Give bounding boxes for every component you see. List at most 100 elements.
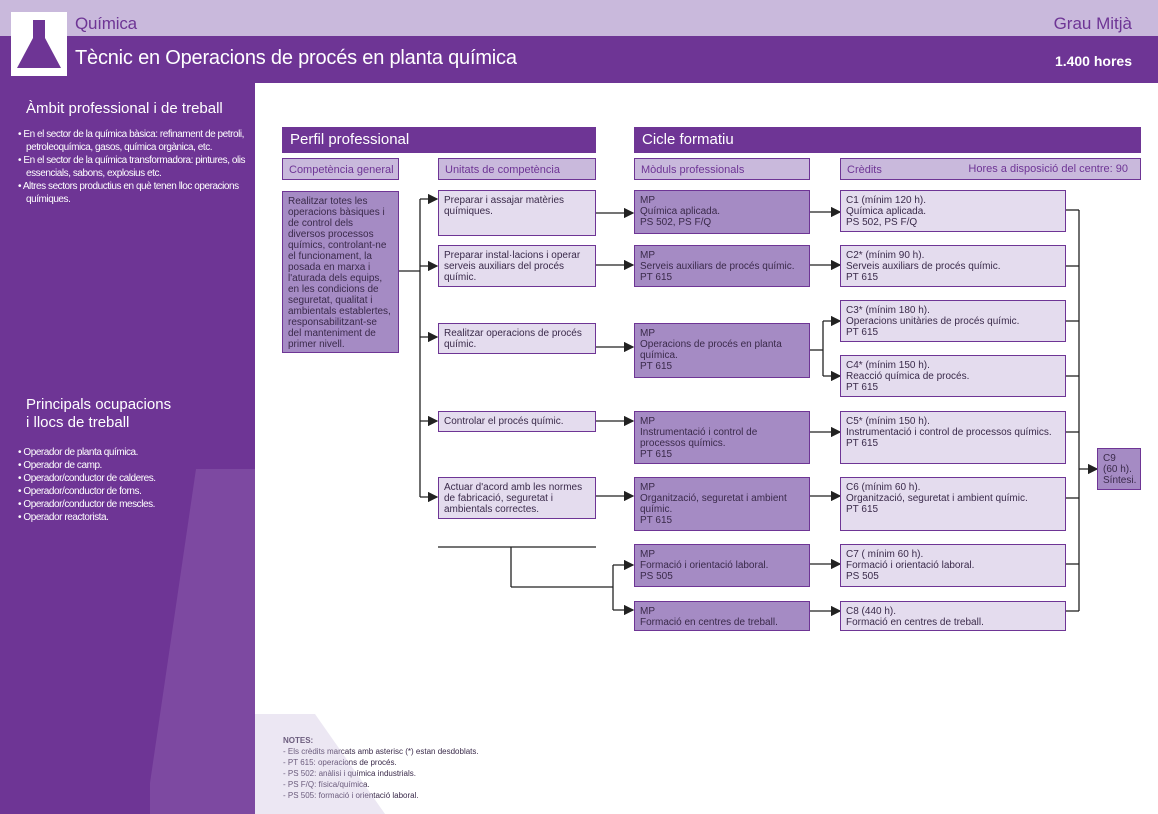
list-item: • Operador reactorista. <box>18 512 109 523</box>
sidebar-section2-title-line2: i llocs de treball <box>26 414 130 431</box>
credit-specialty: PT 615 <box>846 327 879 338</box>
list-item: • Operador/conductor de forns. <box>18 486 142 497</box>
note-item: - Els crèdits marcats amb asterisc (*) e… <box>283 747 479 756</box>
modul-name: Serveis auxiliars de procés químic. <box>640 261 795 272</box>
credit-specialty: PT 615 <box>846 504 879 515</box>
unitats-competencia-header: Unitats de competència <box>438 158 596 180</box>
competencia-general-box: Realitzar totes les operacions bàsiques … <box>282 191 399 353</box>
note-item: - PS F/Q: física/química. <box>283 780 370 789</box>
modul-specialty: PT 615 <box>640 515 673 526</box>
credits-header-label: Crèdits <box>847 164 882 176</box>
list-item: • En el sector de la química transformad… <box>18 155 246 179</box>
modul-specialty: PT 615 <box>640 272 673 283</box>
modul-code: MP <box>640 482 655 493</box>
flask-watermark-icon <box>150 469 255 814</box>
credit-name: Operacions unitàries de procés químic. <box>846 316 1020 327</box>
modul-4: MP Instrumentació i control de processos… <box>634 411 810 464</box>
field-name: Química <box>75 14 137 33</box>
credit-code: C9 <box>1103 453 1116 464</box>
credit-c4: C4* (mínim 150 h). Reacció química de pr… <box>840 355 1066 397</box>
total-hours: 1.400 hores <box>1054 53 1132 69</box>
modul-5: MP Organització, seguretat i ambient quí… <box>634 477 810 531</box>
modul-name: Operacions de procés en planta química. <box>640 339 782 361</box>
credit-specialty: PS 502, PS F/Q <box>846 217 918 228</box>
credit-name: Instrumentació i control de processos qu… <box>846 427 1052 438</box>
modul-name: Formació en centres de treball. <box>640 617 778 628</box>
credit-name: Formació en centres de treball. <box>846 617 984 628</box>
sidebar <box>0 83 255 814</box>
credit-c7: C7 ( mínim 60 h). Formació i orientació … <box>840 544 1066 587</box>
logo <box>11 12 67 76</box>
credit-name: Química aplicada. <box>846 206 927 217</box>
modul-specialty: PS 502, PS F/Q <box>640 217 712 228</box>
page-title: Tècnic en Operacions de procés en planta… <box>75 47 517 69</box>
credit-name: Organització, seguretat i ambient químic… <box>846 493 1028 504</box>
unitat-competencia-3: Realitzar operacions de procés químic. <box>438 323 596 354</box>
modul-code: MP <box>640 328 655 339</box>
sidebar-section2-list: • Operador de planta química. • Operador… <box>18 446 248 524</box>
unitat-competencia-5: Actuar d'acord amb les normes de fabrica… <box>438 477 596 519</box>
credit-name: Reacció química de procés. <box>846 371 970 382</box>
modul-name: Química aplicada. <box>640 206 721 217</box>
credit-name: Serveis auxiliars de procés químic. <box>846 261 1001 272</box>
level-label: Grau Mitjà <box>1053 14 1132 33</box>
modul-2: MP Serveis auxiliars de procés químic. P… <box>634 245 810 287</box>
list-item: • Operador de planta química. <box>18 447 138 458</box>
credit-specialty: PT 615 <box>846 382 879 393</box>
list-item: • Operador/conductor de calderes. <box>18 473 156 484</box>
modul-3: MP Operacions de procés en planta químic… <box>634 323 810 378</box>
credit-specialty: PS 505 <box>846 571 879 582</box>
credits-header: Crèdits Hores a disposició del centre: 9… <box>840 158 1141 180</box>
credit-code: C2* (mínim 90 h). <box>846 250 925 261</box>
modul-code: MP <box>640 250 655 261</box>
sidebar-section2-title: Principals ocupacions i llocs de treball <box>26 396 171 432</box>
sidebar-section1-list: • En el sector de la química bàsica: ref… <box>18 128 248 206</box>
credit-c1: C1 (mínim 120 h). Química aplicada. PS 5… <box>840 190 1066 232</box>
credit-code: C7 ( mínim 60 h). <box>846 549 924 560</box>
modul-name: Instrumentació i control de processos qu… <box>640 427 758 449</box>
credit-c2: C2* (mínim 90 h). Serveis auxiliars de p… <box>840 245 1066 287</box>
flask-icon <box>17 20 61 68</box>
credit-code: C4* (mínim 150 h). <box>846 360 930 371</box>
credit-code: C3* (mínim 180 h). <box>846 305 930 316</box>
modul-7: MP Formació en centres de treball. <box>634 601 810 631</box>
list-item: • Altres sectors productius en què tenen… <box>18 181 239 205</box>
sidebar-section1-title: Àmbit professional i de treball <box>26 100 223 117</box>
notes-title: NOTES: <box>283 736 314 745</box>
perfil-professional-header: Perfil professional <box>282 127 596 153</box>
modul-specialty: PT 615 <box>640 449 673 460</box>
hores-disposicio-centre: Hores a disposició del centre: 90 <box>968 163 1128 175</box>
modul-code: MP <box>640 195 655 206</box>
unitat-competencia-4: Controlar el procés químic. <box>438 411 596 432</box>
competencia-general-header: Competència general <box>282 158 399 180</box>
sidebar-section2-title-line1: Principals ocupacions <box>26 396 172 413</box>
title-bar <box>0 36 1158 83</box>
credit-c8: C8 (440 h). Formació en centres de treba… <box>840 601 1066 631</box>
credit-hours: (60 h). <box>1103 464 1132 475</box>
credit-code: C8 (440 h). <box>846 606 897 617</box>
list-item: • Operador de camp. <box>18 460 102 471</box>
list-item: • En el sector de la química bàsica: ref… <box>18 129 244 153</box>
credit-name: Formació i orientació laboral. <box>846 560 975 571</box>
modul-name: Formació i orientació laboral. <box>640 560 769 571</box>
credit-specialty: PT 615 <box>846 272 879 283</box>
credit-code: C6 (mínim 60 h). <box>846 482 921 493</box>
note-item: - PT 615: operacions de procés. <box>283 758 397 767</box>
note-item: - PS 505: formació i orientació laboral. <box>283 791 419 800</box>
modul-code: MP <box>640 606 655 617</box>
credit-c6: C6 (mínim 60 h). Organització, seguretat… <box>840 477 1066 531</box>
cicle-formatiu-header: Cicle formatiu <box>634 127 1141 153</box>
moduls-professionals-header: Mòduls professionals <box>634 158 810 180</box>
modul-code: MP <box>640 549 655 560</box>
modul-name: Organització, seguretat i ambient químic… <box>640 493 787 515</box>
modul-6: MP Formació i orientació laboral. PS 505 <box>634 544 810 587</box>
modul-1: MP Química aplicada. PS 502, PS F/Q <box>634 190 810 234</box>
list-item: • Operador/conductor de mescles. <box>18 499 155 510</box>
note-item: - PS 502: anàlisi i química industrials. <box>283 769 416 778</box>
credit-code: C5* (mínim 150 h). <box>846 416 930 427</box>
modul-specialty: PS 505 <box>640 571 673 582</box>
credit-c3: C3* (mínim 180 h). Operacions unitàries … <box>840 300 1066 342</box>
top-bar <box>0 0 1158 36</box>
credit-specialty: PT 615 <box>846 438 879 449</box>
